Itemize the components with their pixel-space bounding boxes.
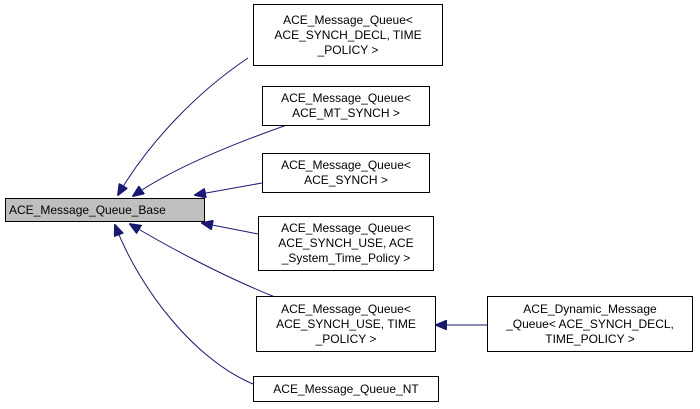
node-dynamic-message-queue[interactable]: ACE_Dynamic_Message _Queue< ACE_SYNCH_DE… bbox=[487, 296, 693, 352]
edge-mq-synch bbox=[195, 182, 263, 195]
node-label: ACE_Message_Queue< ACE_SYNCH_USE, ACE _S… bbox=[278, 221, 414, 265]
node-mq-synch-use-time-policy[interactable]: ACE_Message_Queue< ACE_SYNCH_USE, TIME _… bbox=[256, 296, 436, 352]
node-label: ACE_Message_Queue< ACE_MT_SYNCH > bbox=[281, 91, 411, 120]
node-ace-message-queue-base[interactable]: ACE_Message_Queue_Base bbox=[5, 198, 205, 222]
node-label: ACE_Dynamic_Message _Queue< ACE_SYNCH_DE… bbox=[506, 301, 674, 346]
edge-mq-decl-time bbox=[118, 57, 249, 195]
edge-mq-mt-synch bbox=[133, 124, 288, 196]
edge-mq-use-time bbox=[130, 224, 276, 298]
node-mq-mt-synch[interactable]: ACE_Message_Queue< ACE_MT_SYNCH > bbox=[262, 86, 430, 126]
node-label: ACE_Message_Queue< ACE_SYNCH_USE, TIME _… bbox=[276, 301, 416, 346]
node-mq-synch-use-ace-time-policy[interactable]: ACE_Message_Queue< ACE_SYNCH_USE, ACE _S… bbox=[258, 216, 434, 271]
node-label: ACE_Message_Queue_NT bbox=[273, 381, 419, 396]
node-mq-nt[interactable]: ACE_Message_Queue_NT bbox=[253, 376, 439, 402]
node-label: ACE_Message_Queue< ACE_SYNCH > bbox=[281, 158, 411, 187]
node-label: ACE_Message_Queue_Base bbox=[9, 202, 166, 217]
edge-mq-nt bbox=[115, 225, 254, 385]
node-mq-synch[interactable]: ACE_Message_Queue< ACE_SYNCH > bbox=[262, 153, 430, 193]
edge-mq-use-ace-time bbox=[202, 223, 259, 235]
node-label: ACE_Message_Queue< ACE_SYNCH_DECL, TIME … bbox=[274, 12, 422, 57]
node-mq-synch-decl-time-policy[interactable]: ACE_Message_Queue< ACE_SYNCH_DECL, TIME … bbox=[253, 4, 443, 66]
